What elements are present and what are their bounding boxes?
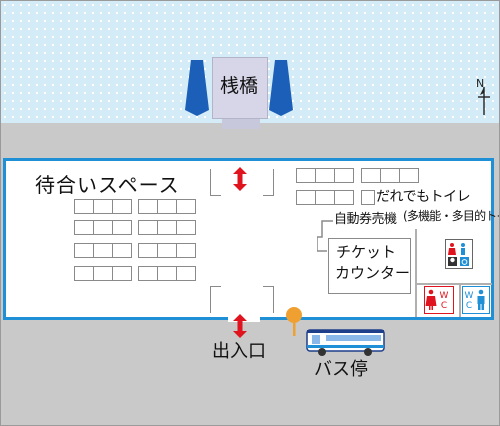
womens-restroom-icon: W C [424, 286, 454, 314]
compass-label: N [476, 77, 485, 90]
toilet-wall [415, 283, 492, 285]
seat-row [74, 266, 132, 281]
accessible-toilet-sublabel: (多機能・多目的トイレ) [403, 209, 499, 223]
mens-restroom-icon: W C [462, 286, 490, 314]
seat-row [296, 190, 354, 205]
pier-bollard-icon [269, 60, 293, 116]
seat-row [138, 199, 196, 214]
svg-text:C: C [441, 301, 447, 311]
counter-label-line1: チケット [336, 243, 397, 261]
seat-row [296, 168, 354, 183]
bus-icon [306, 329, 385, 356]
seat-row [138, 220, 196, 235]
bus-stop-label: バス停 [314, 359, 368, 380]
svg-text:W: W [440, 291, 449, 301]
seat-row [74, 220, 132, 235]
ticket-machine-label: 自動券売機 [334, 212, 397, 227]
partition-wall [210, 286, 221, 313]
seat-row [361, 190, 375, 205]
partition-wall [263, 169, 274, 196]
seat-row [74, 199, 132, 214]
seat-row [138, 266, 196, 281]
ticket-counter [328, 238, 411, 294]
double-arrow-icon [233, 167, 247, 191]
bus-stop-pin-icon [286, 307, 302, 336]
seat-row [138, 243, 196, 258]
toilet-wall [415, 229, 417, 317]
terminal-building [3, 158, 494, 320]
toilet-wall [459, 283, 461, 317]
pier-deck [212, 57, 268, 119]
seat-row [361, 168, 419, 183]
partition-wall [210, 169, 221, 196]
waiting-space-label: 待合いスペース [35, 173, 180, 197]
seat-row [74, 243, 132, 258]
svg-text:W: W [465, 291, 474, 301]
pier-label: 桟橋 [220, 75, 259, 97]
partition-wall [263, 286, 274, 313]
entrance-label: 出入口 [212, 341, 266, 362]
pier-bollard-icon [185, 60, 209, 116]
north-arrow-icon [478, 87, 490, 115]
ticket-machine-icon [317, 220, 333, 252]
double-arrow-icon [233, 314, 247, 338]
accessible-toilet-icon [445, 239, 473, 269]
accessible-toilet-label: だれでもトイレ [376, 189, 471, 205]
counter-label-line2: カウンター [335, 264, 411, 282]
svg-text:C: C [466, 301, 472, 311]
